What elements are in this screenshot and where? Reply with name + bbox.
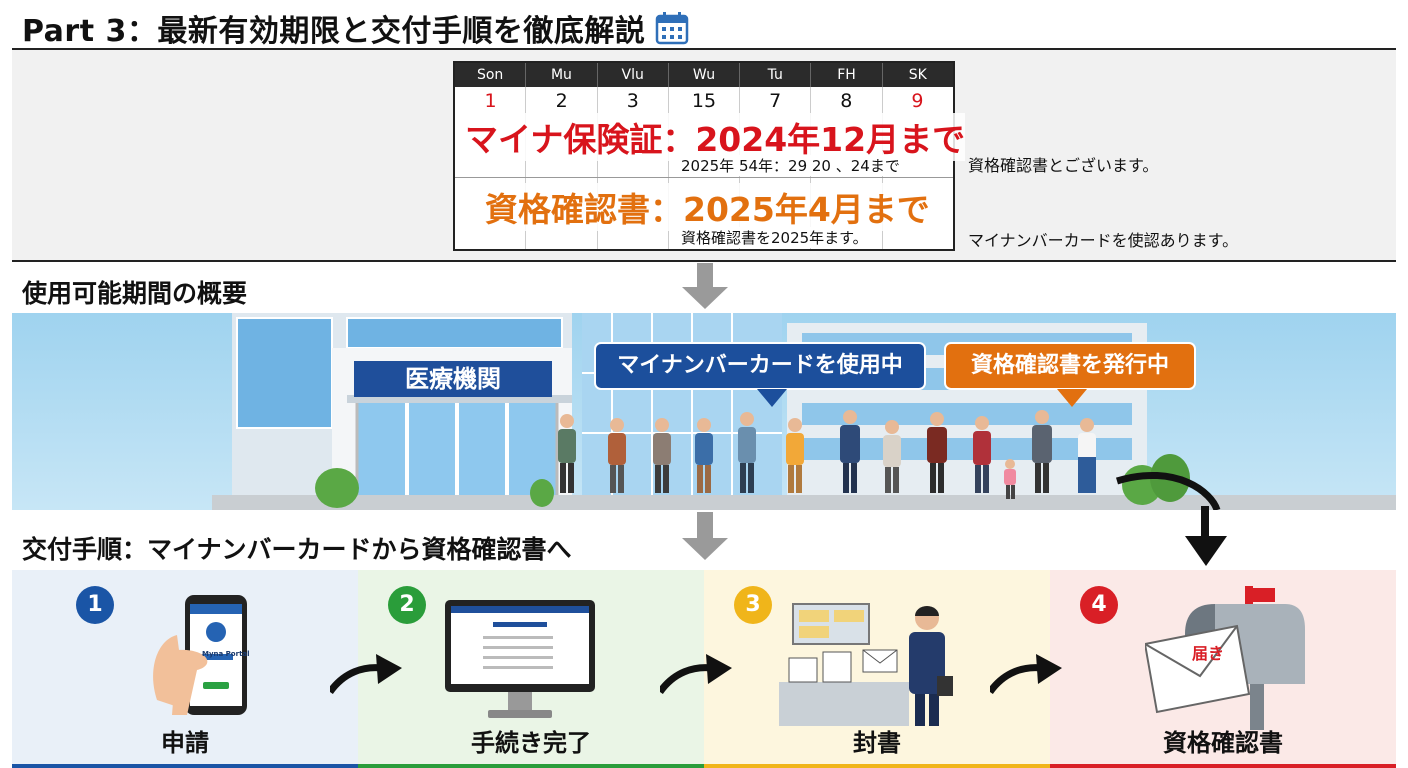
step-4: 4 届き 資格確認書 (1050, 570, 1396, 768)
calendar-day: Vlu (598, 63, 669, 87)
step-label: 資格確認書 (1163, 729, 1283, 757)
arrow-down-icon (682, 263, 728, 309)
calendar-date: 3 (626, 90, 639, 112)
monitor-icon (445, 600, 595, 718)
calendar-day: Son (455, 63, 527, 87)
arrow-down-icon (682, 512, 728, 560)
calendar-date: 8 (840, 90, 853, 112)
certificate-expiry-detail: 資格確認書を2025年ます。 (681, 227, 868, 248)
curved-arrow-icon (1185, 506, 1227, 566)
calendar-icon (656, 12, 689, 45)
bubble-myna-in-use: マイナンバーカードを使用中 (617, 353, 903, 378)
step-number: 4 (1080, 586, 1118, 624)
step-2: 2 手続き完了 (358, 570, 704, 768)
counter-staff-icon (779, 603, 953, 726)
bubble-certificate-issuing: 資格確認書を発行中 (970, 353, 1169, 378)
myna-expiry-detail: 2025年 54年：29 20 、24まで (681, 155, 900, 176)
step-number: 3 (734, 586, 772, 624)
step-label: 手続き完了 (471, 729, 591, 757)
side-note-2: マイナンバーカードを使認あります。 (968, 231, 1239, 250)
curved-arrow-icon (990, 654, 1062, 695)
page-title: Part 3：最新有効期限と交付手順を徹底解説 (22, 6, 689, 50)
certificate-expiry-headline: 資格確認書：2025年4月まで (485, 183, 930, 231)
hospital-illustration (212, 313, 1396, 510)
step-number: 1 (76, 586, 114, 624)
step-3: 3 封書 (704, 570, 1050, 768)
side-note-1: 資格確認書とございます。 (968, 156, 1159, 175)
calendar-day: FH (811, 63, 883, 87)
calendar-day: Tu (740, 63, 812, 87)
calendar-day: SK (908, 67, 927, 83)
envelope-label: 届き (1192, 644, 1225, 663)
curved-arrow-icon (330, 654, 402, 695)
myna-expiry-headline: マイナ保険証：2024年12月まで (465, 113, 966, 161)
title-divider (12, 48, 1396, 50)
calendar-date: 2 (555, 90, 568, 112)
calendar-date: 15 (691, 90, 717, 112)
section-title-steps: 交付手順：マイナンバーカードから資格確認書へ (22, 535, 572, 564)
step-label: 封書 (853, 729, 901, 757)
calendar-dates: 1 2 3 15 7 8 9 (455, 89, 953, 113)
calendar: Son Mu Vlu Wu Tu FH SK 1 2 3 15 7 8 9 マイ… (453, 61, 966, 251)
calendar-date: 7 (769, 90, 782, 112)
hospital-scene: 医療機関 マイナンバーカードを使用中 資格確認書を発行中 (12, 313, 1396, 510)
page-title-text: Part 3：最新有効期限と交付手順を徹底解説 (22, 14, 646, 49)
calendar-day: Wu (669, 63, 741, 87)
smartphone-icon (153, 595, 247, 715)
section-title-overview: 使用可能期間の概要 (22, 279, 248, 308)
issuance-steps: 1 Myna Portal 申請 2 手続き完了 3 (12, 570, 1396, 768)
calendar-divider (455, 177, 953, 178)
calendar-header: Son Mu Vlu Wu Tu FH SK (455, 63, 953, 87)
step-number: 2 (388, 586, 426, 624)
calendar-day: Mu (526, 63, 598, 87)
step-1: 1 Myna Portal 申請 (12, 570, 358, 768)
hospital-sign: 医療機関 (405, 365, 501, 393)
calendar-date: 1 (484, 90, 497, 112)
mailbox-icon (1145, 586, 1305, 730)
step-label: 申請 (161, 729, 209, 757)
calendar-date: 9 (911, 90, 924, 112)
curved-arrow-icon (660, 654, 732, 695)
phone-app-name: Myna Portal (202, 650, 250, 658)
